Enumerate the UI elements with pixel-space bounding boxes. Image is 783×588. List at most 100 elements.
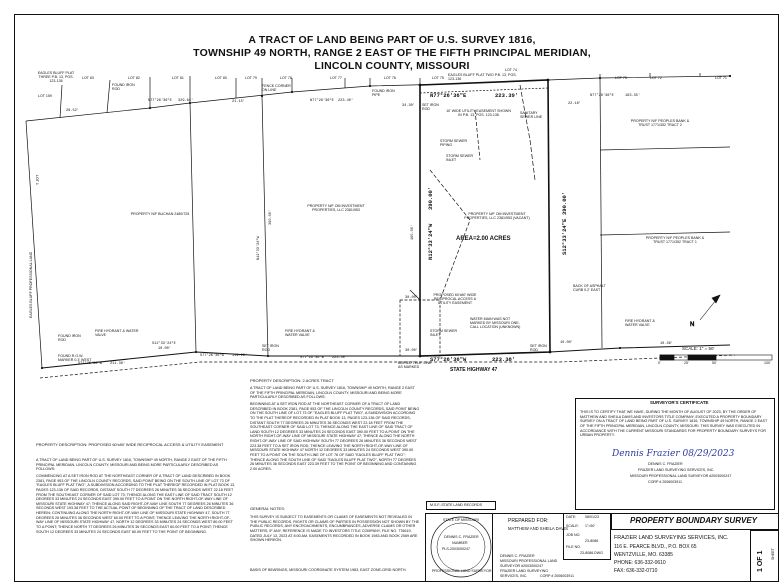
info-cell <box>563 513 611 560</box>
south-left-bearing: S77°26'36"W <box>78 362 102 366</box>
mid-top-bearing: N77°26'36"E <box>310 99 334 103</box>
set-iron-rod-se: SET IRON ROD <box>530 344 547 352</box>
dist-10-36: 10.36' <box>660 342 673 346</box>
dim-30-bottom: 30.00' <box>405 349 418 353</box>
dist-21-15: 21.15' <box>232 100 245 104</box>
sheet-label: SHEET <box>771 548 775 560</box>
owner-west-label: PROPERTY N/F OM INVESTMENT PROPERTIES, L… <box>307 204 365 212</box>
lot-label-plat-three: EAGLES BLUFF PLAT THREE P.B. 13, PGS. 12… <box>37 71 75 83</box>
small-line-distance: 10.00' <box>158 347 171 351</box>
fire-hydrant-mid-label: FIRE HYDRANT & WATER VALVE <box>285 329 315 337</box>
north-bearing: N77°26'36"E <box>430 92 467 99</box>
job-value: 23-8086 <box>585 539 599 543</box>
easement-heading: PROPERTY DESCRIPTION: PROPOSED 60'x80' W… <box>36 442 224 447</box>
east-top-bearing: N77°26'36"E <box>590 94 614 98</box>
lot-label-83: LOT 83 <box>82 76 94 80</box>
surveyor-line-1: DENNIS C. FRAZIER <box>500 554 535 558</box>
sheet-border <box>14 14 779 582</box>
signer-line-1: DENNIS C. FRAZIER <box>648 462 683 466</box>
company-phone: PHONE: 636-332-0610 <box>614 560 666 566</box>
company-address-2: WENTZVILLE, MO. 63385 <box>614 552 673 558</box>
lot-label-76: LOT 76 <box>384 76 396 80</box>
notes-paragraph-1: THIS SURVEY IS SUBJECT TO EASEMENTS OR C… <box>250 515 420 543</box>
dim-30-top: 30.00' <box>405 296 418 300</box>
lot-label-82: LOT 82 <box>128 76 140 80</box>
north-distance: 223.39' <box>495 92 519 99</box>
found-iron-rod-sw: FOUND IRON ROD <box>58 334 81 342</box>
prop2-heading: PROPERTY DESCRIPTION: 2 ACRES TRACT <box>250 378 334 383</box>
south-left-distance: 211.36' <box>110 362 126 366</box>
south-mid-bearing: S77°26'36"W <box>200 354 224 358</box>
highway-label: STATE HIGHWAY 47 <box>450 367 498 373</box>
seal-line-5: PROFESSIONAL LAND SURVEYOR <box>432 569 492 573</box>
lot-label-79: LOT 79 <box>245 76 257 80</box>
signer-line-4: CORP # 2006003911 <box>648 480 683 484</box>
lot-label-78: LOT 78 <box>280 76 292 80</box>
certificate-body: THIS IS TO CERTIFY THAT WE HAVE, DURING … <box>580 410 768 438</box>
lot-label-71: LOT 71 <box>715 76 727 80</box>
south-mid2-bearing: S77°26'36"W <box>300 356 324 360</box>
sanitary-sewer-label: SANITARY SEWER LINE <box>520 111 543 119</box>
small-line-bearing: S12°33'24"E <box>152 342 176 346</box>
area-label: AREA=2.00 ACRES <box>456 236 511 242</box>
back-of-curb-label: BACK OF ASPHALT CURB 0.2' EAST <box>573 284 606 292</box>
prepared-for-label: PREPARED FOR: <box>508 518 549 524</box>
company-address-1: 116 E. PEARCE BLVD., P.O. BOX 65 <box>614 544 697 550</box>
job-label: JOB NO. <box>566 533 581 537</box>
storm-inlet-south-label: STORM SEWER INLET <box>430 329 458 337</box>
sheet-cell <box>750 530 779 582</box>
seal-line-2: DENNIS C. FRAZIER <box>444 535 479 539</box>
company-fax: FAX: 636-332-0710 <box>614 568 658 574</box>
found-iron-pipe: FOUND IRON PIPE <box>372 89 395 97</box>
proposed-easement-label: PROPOSED 60'x80' WIDE RECIPROCAL ACCESS … <box>433 293 477 305</box>
scale-label: SCALE: 1" = 50' <box>682 346 715 351</box>
dist-28-52: 28.52' <box>66 109 79 113</box>
set-iron-rod-nw: SET IRON ROD <box>422 103 439 111</box>
south-distance: 223.38' <box>492 356 516 363</box>
south-bearing: S77°26'36"W <box>430 356 467 363</box>
storm-inlet-label: STORM SEWER INLET <box>446 154 474 162</box>
water-main-note: WATER MAIN WAS NOT MARKED BY MISSOURI ON… <box>470 317 521 329</box>
seal-line-3: NUMBER <box>452 541 468 545</box>
state-land-records: M.S.F.-STATE LAND RECORDS <box>430 503 482 507</box>
lot-label-159: LOT 159 <box>38 94 52 98</box>
lot-label-plat-two: EAGLES BLUFF PLAT TWO P.B. 13, PGS. 123-… <box>448 73 517 81</box>
dim-10-east: 10.00' <box>560 341 573 345</box>
title-line-2: TOWNSHIP 49 NORTH, RANGE 2 EAST OF THE F… <box>193 47 591 59</box>
certificate-heading: SURVEYOR'S CERTIFICATE <box>650 400 709 405</box>
notes-paragraph-2: BASIS OF BEARINGS, MISSOURI COORDINATE S… <box>250 568 407 572</box>
scale-label-tb: SCALE: <box>566 524 579 528</box>
signer-line-2: FRAZIER LAND SURVEYING SERVICES, INC. <box>638 468 715 472</box>
surveyor-line-5: SERVICES, INC. <box>500 574 528 578</box>
fire-hydrant-east-label: FIRE HYDRANT & WATER VALVE <box>625 319 655 327</box>
dist-34-30: 34.30' <box>402 104 415 108</box>
state-land-cell <box>426 501 496 510</box>
found-row-marker: FOUND R.O.W. MARKER 0.3' WEST <box>58 354 92 362</box>
lot-label-75: LOT 75 <box>432 76 444 80</box>
scale-tick-25: 25' <box>684 361 689 365</box>
prepared-for-cell <box>425 513 493 582</box>
north-arrow-icon: N <box>690 294 721 328</box>
easement-label: 10' WIDE UTILITY EASEMENT SHOWN IN P.B. … <box>446 109 511 117</box>
lot-label-77: LOT 77 <box>330 76 342 80</box>
sheet-value: 1 OF 1 <box>757 550 764 572</box>
file-value: 23-8086.DWG <box>580 551 603 555</box>
owner-main-label: PROPERTY N/F OM INVESTMENT PROPERTIES, L… <box>464 212 530 220</box>
mid-top-distance: 223.40' <box>338 99 354 103</box>
date-value: 08/01/23 <box>585 515 599 519</box>
west-top-bearing: N77°26'36"E <box>148 99 172 103</box>
lot-label-80: LOT 80 <box>215 76 227 80</box>
seal-line-4: PLS-2003000247 <box>442 547 470 551</box>
lot-label-81: LOT 81 <box>172 76 184 80</box>
lot-label-74: LOT 74 <box>505 68 517 72</box>
south-mid-distance: 119.28' <box>232 354 248 358</box>
seal-line-1: STATE OF MISSOURI <box>443 518 479 522</box>
notes-heading: GENERAL NOTES: <box>250 506 285 511</box>
prop2-paragraph-1: A TRACT OF LAND BEING PART OF U.S. SURVE… <box>250 386 415 400</box>
surveyor-line-4: FRAZIER LAND SURVEYING <box>500 569 549 573</box>
east-top-distance: 163.35' <box>625 94 641 98</box>
signer-line-3: MISSOURI PROFESSIONAL LAND SURVEYOR #200… <box>630 474 732 478</box>
